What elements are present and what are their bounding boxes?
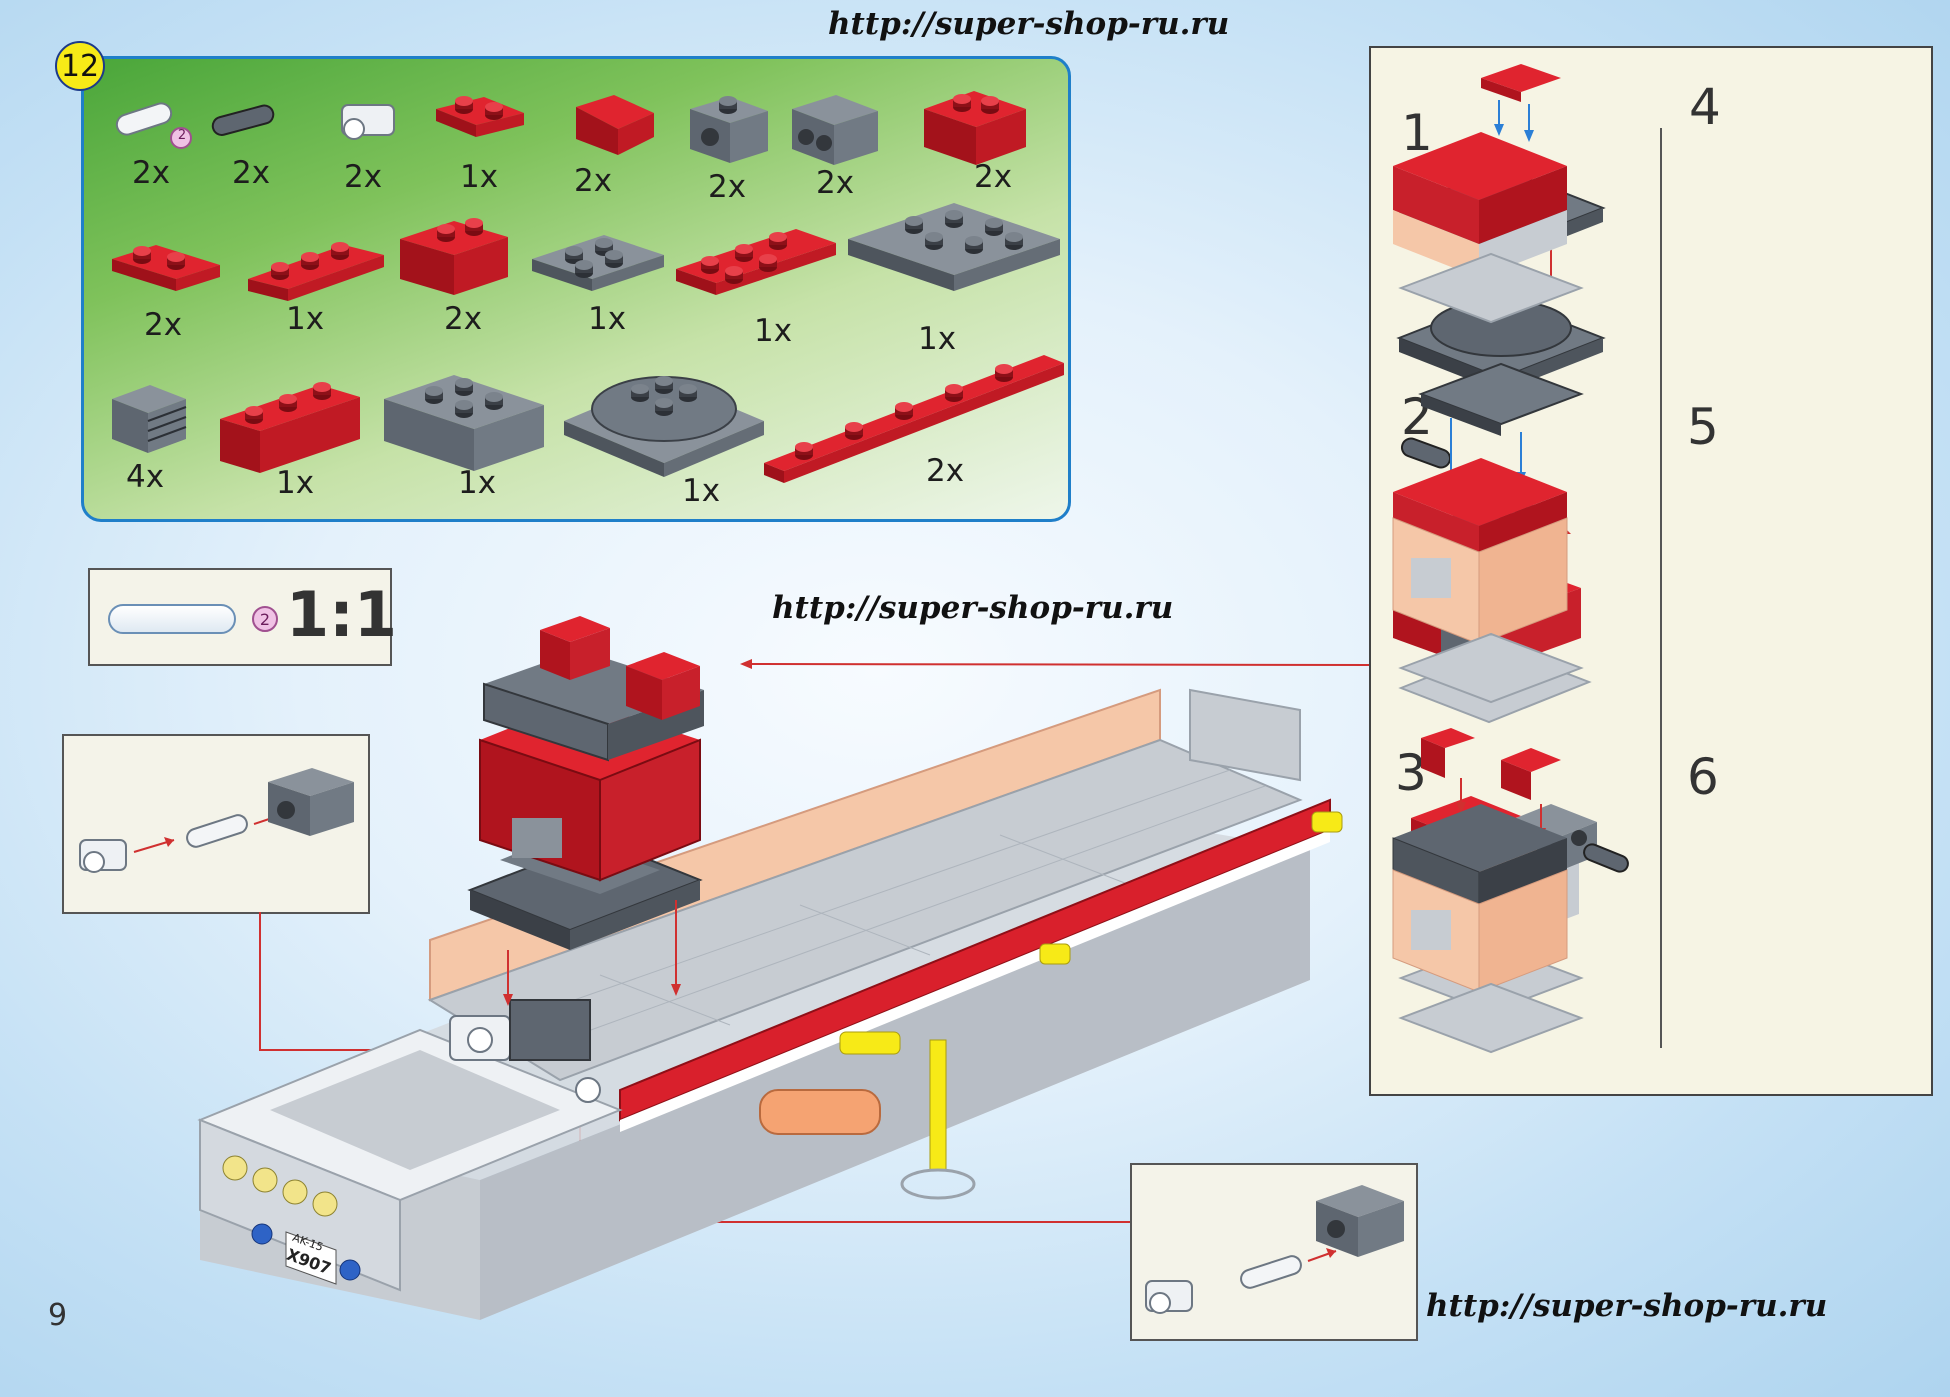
page-number: 9 bbox=[48, 1298, 68, 1333]
pin-scale-icon bbox=[108, 604, 236, 634]
step-number-badge: 12 bbox=[55, 41, 105, 91]
substep-4-illustration bbox=[1393, 64, 1584, 324]
part-qty: 1x bbox=[460, 159, 499, 195]
part-qty: 1x bbox=[276, 465, 315, 501]
substep-number: 4 bbox=[1689, 78, 1721, 136]
part-turntable-grey bbox=[564, 376, 764, 477]
part-plate-red-1x12 bbox=[764, 355, 1064, 483]
part-corner-plate-red bbox=[112, 245, 220, 291]
watermark-url-middle: http://super-shop-ru.ru bbox=[772, 590, 1174, 626]
pin-insert-illustration bbox=[79, 768, 354, 873]
part-pin-white bbox=[115, 102, 173, 136]
part-slope-red bbox=[576, 95, 654, 155]
part-qty: 4x bbox=[126, 459, 165, 495]
part-qty: 2x bbox=[232, 155, 271, 191]
pin-insert-detail-left bbox=[62, 734, 370, 914]
substep-number: 6 bbox=[1687, 748, 1719, 806]
part-qty: 2x bbox=[444, 301, 483, 337]
part-plate-red-2x2 bbox=[436, 96, 524, 137]
scale-ratio: 1:1 bbox=[286, 578, 398, 651]
part-plate-grey-2x4 bbox=[532, 235, 664, 291]
part-pin-dark bbox=[211, 104, 275, 136]
watermark-url-top: http://super-shop-ru.ru bbox=[828, 6, 1230, 42]
part-length-badge-circle bbox=[170, 127, 192, 149]
part-corner-brick-red bbox=[924, 91, 1026, 165]
part-qty: 1x bbox=[588, 301, 627, 337]
pin-insert-detail-bottom bbox=[1130, 1163, 1418, 1341]
pin-insert-illustration bbox=[1145, 1185, 1404, 1314]
scale-reference-box: 2 1:1 bbox=[88, 568, 397, 666]
length-badge: 2 bbox=[252, 606, 278, 632]
watermark-url-bottom: http://super-shop-ru.ru bbox=[1426, 1288, 1828, 1324]
substep-illustrations bbox=[1392, 64, 1629, 1054]
part-qty: 1x bbox=[682, 473, 721, 509]
part-qty: 2x bbox=[144, 307, 183, 343]
part-brick-red-1x4 bbox=[220, 382, 360, 473]
part-technic-brick-2hole bbox=[792, 95, 878, 165]
connector-line-substeps bbox=[745, 663, 1370, 666]
part-qty: 1x bbox=[918, 321, 957, 357]
part-brick-red-1x2 bbox=[400, 218, 508, 295]
part-qty: 2x bbox=[926, 453, 965, 489]
part-qty: 2x bbox=[344, 159, 383, 195]
connector-line-left-inset bbox=[259, 912, 440, 1051]
substeps-panel: 1 2 3 4 5 6 bbox=[1369, 46, 1933, 1096]
substep-number: 5 bbox=[1687, 398, 1719, 456]
parts-illustrations bbox=[112, 91, 1064, 483]
substep-6-illustration bbox=[1392, 728, 1584, 1054]
substep-number: 1 bbox=[1401, 104, 1433, 162]
connector-line-bottom-inset bbox=[579, 1120, 1130, 1223]
parts-list-panel: 2x 2 2x 2x 1x 2x 2x 2x 2x 2x 1x 2x 1x 1x… bbox=[81, 56, 1071, 522]
part-qty: 1x bbox=[286, 301, 325, 337]
part-qty: 2x bbox=[816, 165, 855, 201]
part-qty: 2x bbox=[974, 159, 1013, 195]
part-qty: 2x bbox=[574, 163, 613, 199]
part-technic-brick-1hole bbox=[690, 96, 768, 163]
part-qty: 1x bbox=[458, 465, 497, 501]
part-qty: 1x bbox=[754, 313, 793, 349]
part-qty: 2x bbox=[132, 155, 171, 191]
part-length-badge: 2 bbox=[177, 128, 187, 143]
part-plate-red-2x6 bbox=[676, 229, 836, 295]
part-qty: 2x bbox=[708, 169, 747, 205]
part-brick-grey-2x4 bbox=[384, 375, 544, 471]
substep-5-illustration bbox=[1392, 362, 1584, 704]
column-divider bbox=[1660, 128, 1662, 1048]
part-connector-white bbox=[341, 104, 395, 140]
part-plate-red-1x4 bbox=[248, 242, 384, 301]
part-grille-brick-grey bbox=[112, 385, 187, 453]
part-plate-grey-6x6 bbox=[848, 203, 1060, 291]
